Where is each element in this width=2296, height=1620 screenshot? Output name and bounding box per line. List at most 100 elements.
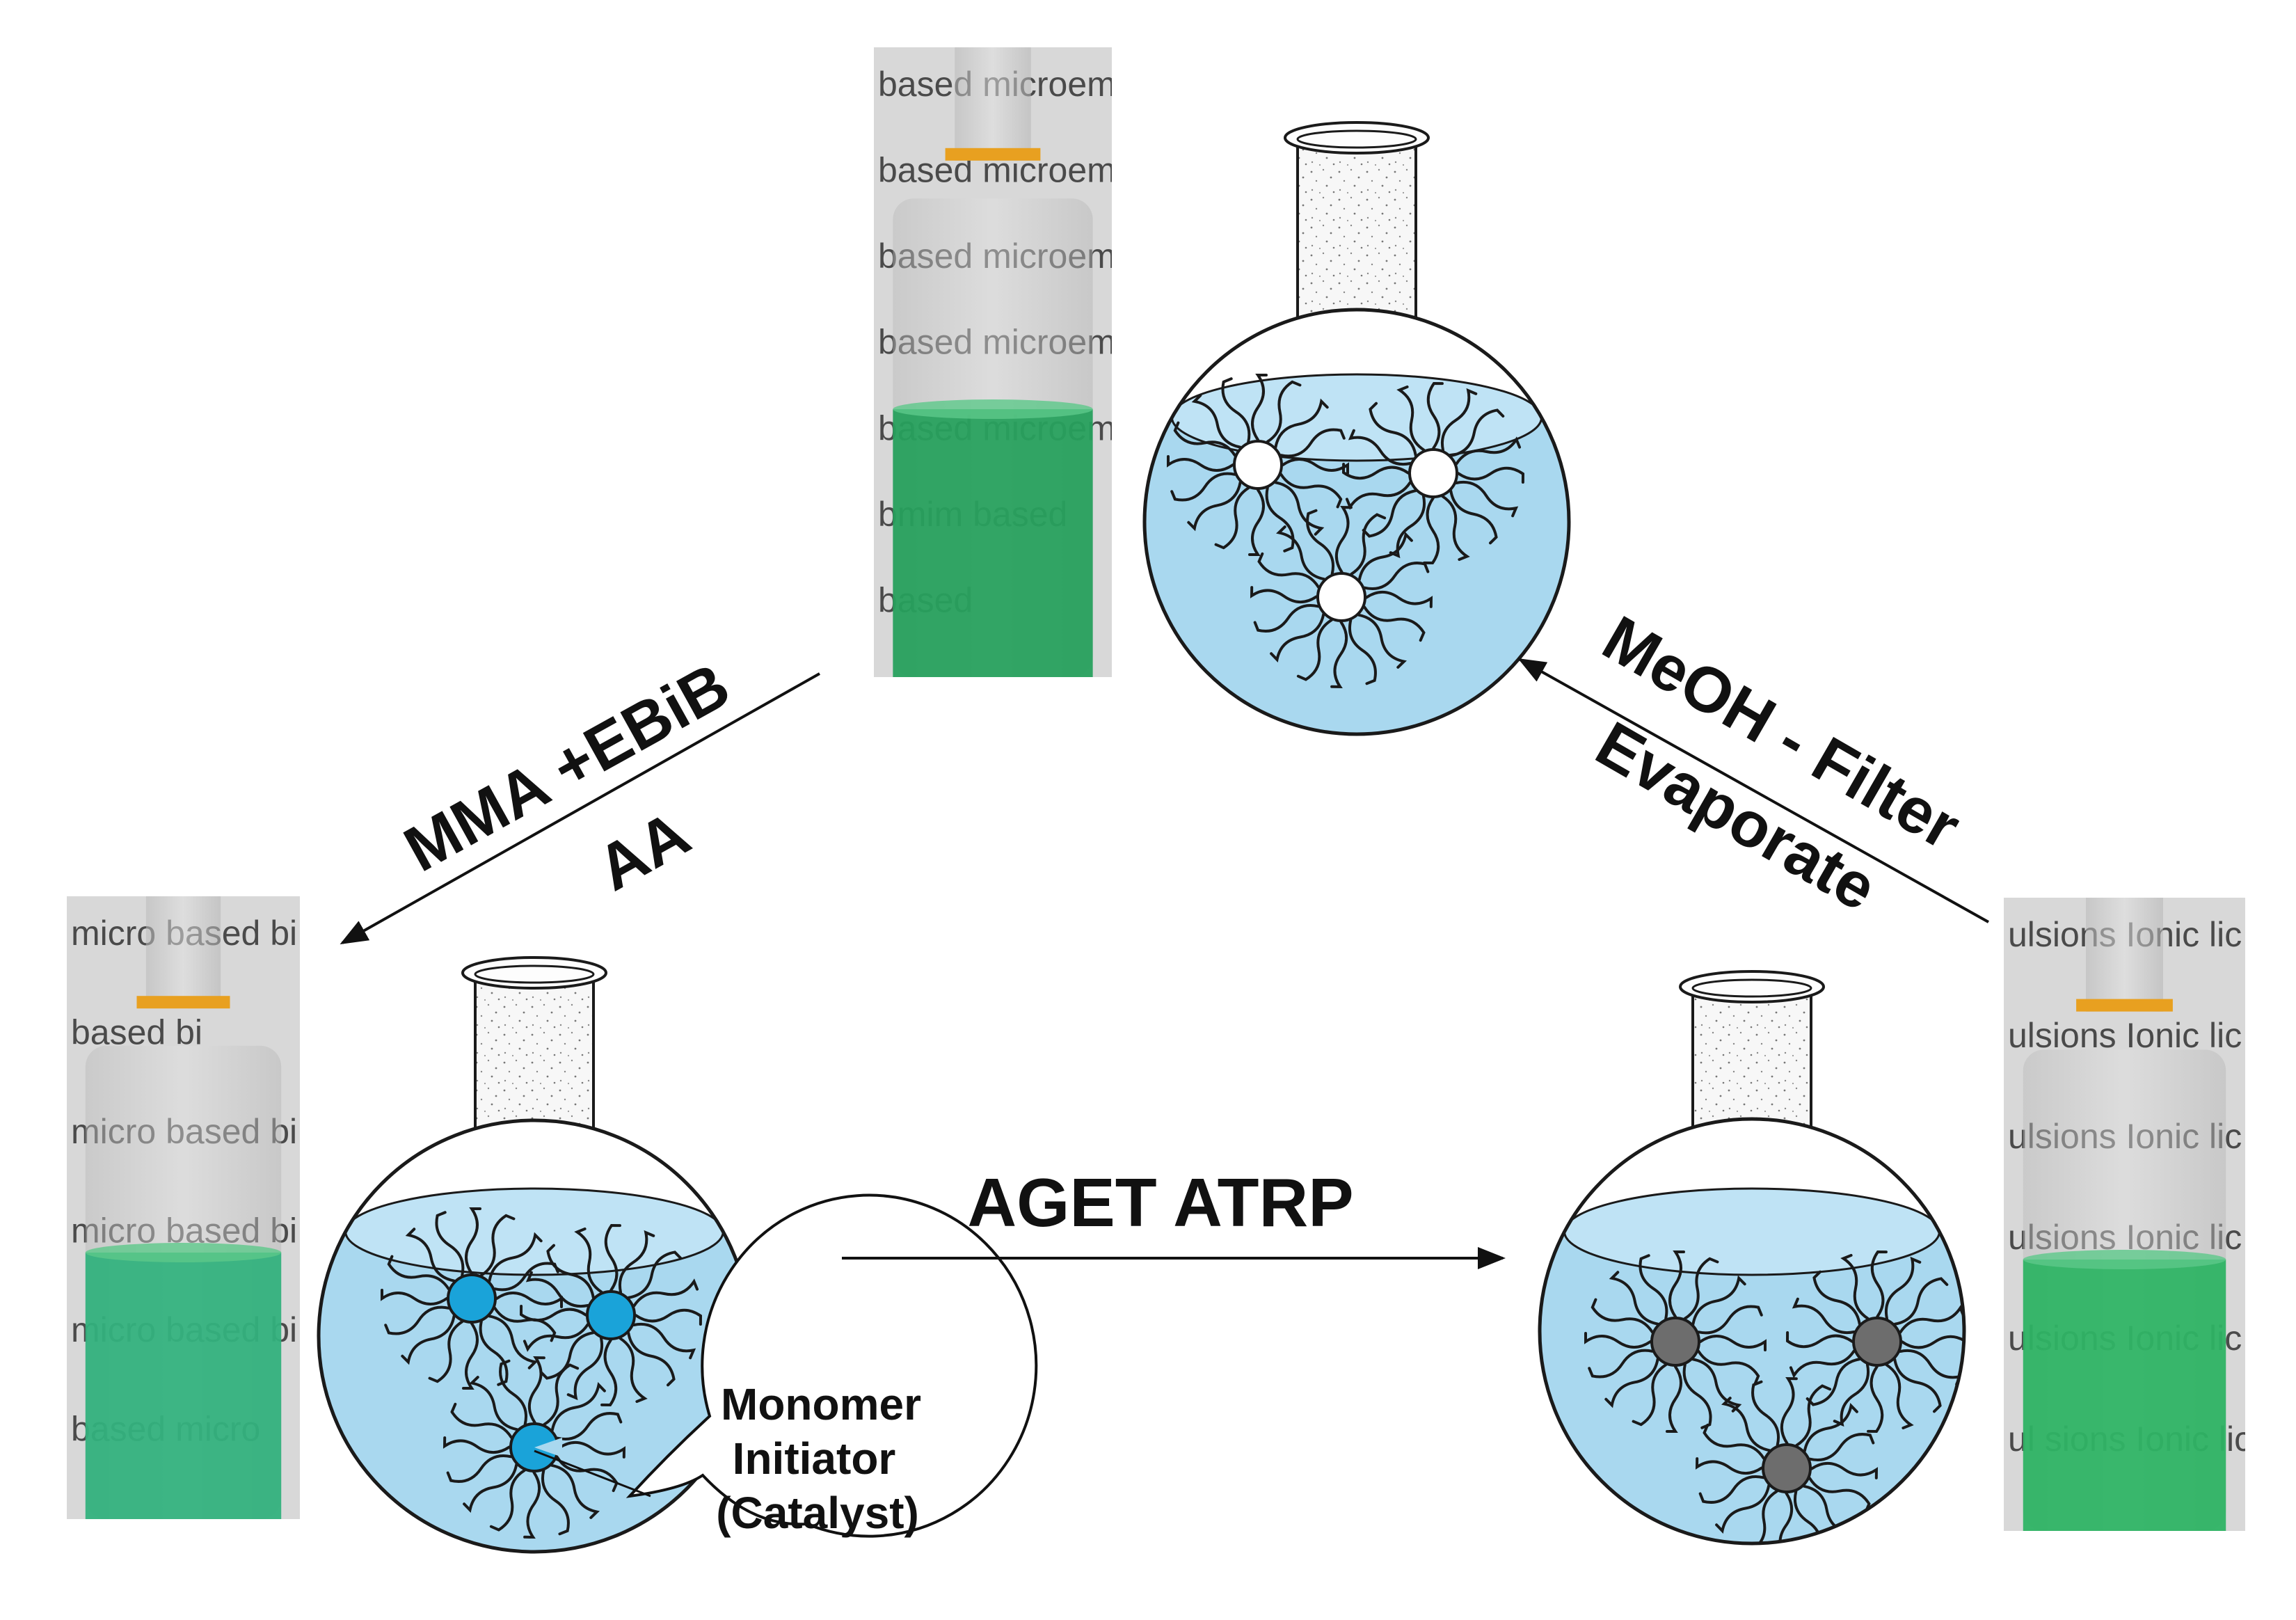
micelle xyxy=(1167,374,1349,556)
surfactant-tail xyxy=(632,1278,699,1308)
surfactant-tail xyxy=(1348,429,1412,466)
vial-background-text: based bi xyxy=(71,1013,202,1052)
surfactant-tail xyxy=(469,1376,518,1431)
micelle xyxy=(1584,1250,1767,1433)
callout-line-2: Initiator xyxy=(733,1434,896,1484)
surfactant-tail xyxy=(1668,1250,1685,1318)
vial-background-text: ulsions Ionic lic xyxy=(2008,1016,2242,1055)
vial-liquid-surface xyxy=(85,1243,282,1262)
micelle xyxy=(519,1223,703,1407)
surfactant-tail xyxy=(600,1339,618,1407)
surfactant-tail xyxy=(1893,1277,1949,1326)
surfactant-tail xyxy=(450,1402,513,1439)
surfactant-tail xyxy=(489,1469,526,1532)
label-aa: AA xyxy=(586,797,701,905)
surfactant-tail xyxy=(488,1232,543,1282)
micelle-core-notch xyxy=(534,1438,562,1457)
surfactant-tail xyxy=(627,1250,683,1299)
callout-line-3: (Catalyst) xyxy=(716,1488,919,1538)
micelle-core xyxy=(586,1290,636,1340)
surfactant-tail xyxy=(1695,1457,1763,1475)
surfactant-tail xyxy=(1741,1490,1778,1543)
surfactant-tail xyxy=(1250,586,1318,604)
surfactant-tail xyxy=(604,1223,621,1292)
surfactant-tail xyxy=(557,1440,626,1459)
surfactant-tail xyxy=(1257,552,1320,589)
surfactant-tail xyxy=(1691,1358,1742,1413)
surfactant-tail xyxy=(488,1315,539,1369)
surfactant-tail xyxy=(1449,408,1505,457)
surfactant-tail xyxy=(1808,1433,1875,1461)
surfactant-tail xyxy=(1899,1305,1964,1334)
surfactant-tail xyxy=(1455,436,1522,466)
surfactant-tail xyxy=(1266,380,1302,443)
micelle xyxy=(1341,381,1525,565)
surfactant-tail xyxy=(465,1207,481,1275)
callout-line-1: Monomer xyxy=(721,1379,921,1429)
surfactant-tail xyxy=(1441,495,1470,562)
flask-top-empty-micelles xyxy=(1142,121,1571,736)
surfactant-tail xyxy=(1187,481,1242,532)
surfactant-tail xyxy=(1899,1349,1963,1386)
vial-liquid xyxy=(85,1253,282,1519)
surfactant-tail xyxy=(1274,481,1325,536)
surfactant-tail xyxy=(632,1323,696,1360)
surfactant-tail xyxy=(550,1463,600,1519)
surfactant-tail xyxy=(1275,525,1325,581)
micelle-core xyxy=(1316,572,1366,622)
surfactant-tail xyxy=(1348,619,1377,685)
surfactant-tail xyxy=(1833,1363,1870,1427)
surfactant-tail xyxy=(1697,1349,1760,1385)
surfactant-tail xyxy=(1170,472,1236,502)
surfactant-tail xyxy=(1357,613,1408,669)
surfactant-tail xyxy=(1893,1358,1942,1413)
surfactant-tail xyxy=(381,1289,448,1305)
surfactant-tail xyxy=(1776,1492,1794,1543)
surfactant-tail xyxy=(1345,481,1412,510)
surfactant-tail xyxy=(1604,1358,1659,1408)
surfactant-tail xyxy=(405,1228,456,1282)
vial-liquid xyxy=(893,409,1093,677)
surfactant-tail xyxy=(463,1463,518,1514)
surfactant-tail xyxy=(619,1230,655,1294)
surfactant-tail xyxy=(1715,1484,1771,1534)
micelle-core xyxy=(1852,1317,1902,1367)
surfactant-tail xyxy=(1214,486,1250,550)
flask-liquid-surface xyxy=(1563,1187,1940,1276)
surfactant-tail xyxy=(462,1322,479,1390)
surfactant-tail xyxy=(1699,1335,1767,1351)
surfactant-tail xyxy=(1306,509,1334,575)
surfactant-tail xyxy=(384,1305,450,1335)
vial-orange-ring xyxy=(945,148,1041,161)
surfactant-tail xyxy=(634,1308,703,1326)
surfactant-tail xyxy=(1697,1305,1763,1335)
micelle xyxy=(1250,505,1433,689)
micelle-core xyxy=(1408,448,1458,498)
label-aget-atrp: AGET ATRP xyxy=(967,1164,1353,1241)
surfactant-tail xyxy=(1341,463,1410,480)
flask-liquid-surface xyxy=(344,1187,724,1276)
surfactant-tail xyxy=(619,1337,648,1404)
surfactant-tail xyxy=(1369,402,1417,457)
flask-opening xyxy=(1296,129,1417,149)
surfactant-tail xyxy=(1251,374,1268,441)
surfactant-tail xyxy=(523,1471,541,1539)
micelle-core xyxy=(447,1273,497,1324)
surfactant-tail xyxy=(1248,489,1265,556)
micelle xyxy=(443,1356,626,1539)
surfactant-tail xyxy=(493,1306,557,1342)
surfactant-tail xyxy=(1691,1275,1746,1326)
arrow-mma-ebib xyxy=(340,672,820,944)
surfactant-tail xyxy=(1455,481,1519,518)
surfactant-tail xyxy=(435,1211,465,1277)
surfactant-tail xyxy=(1363,562,1430,590)
vial-neck xyxy=(2085,898,2164,1012)
micelle xyxy=(381,1207,563,1390)
surfactant-tail xyxy=(1780,1376,1798,1445)
surfactant-tail xyxy=(566,1337,603,1401)
surfactant-tail xyxy=(1870,1250,1888,1318)
surfactant-tail xyxy=(1365,590,1433,608)
